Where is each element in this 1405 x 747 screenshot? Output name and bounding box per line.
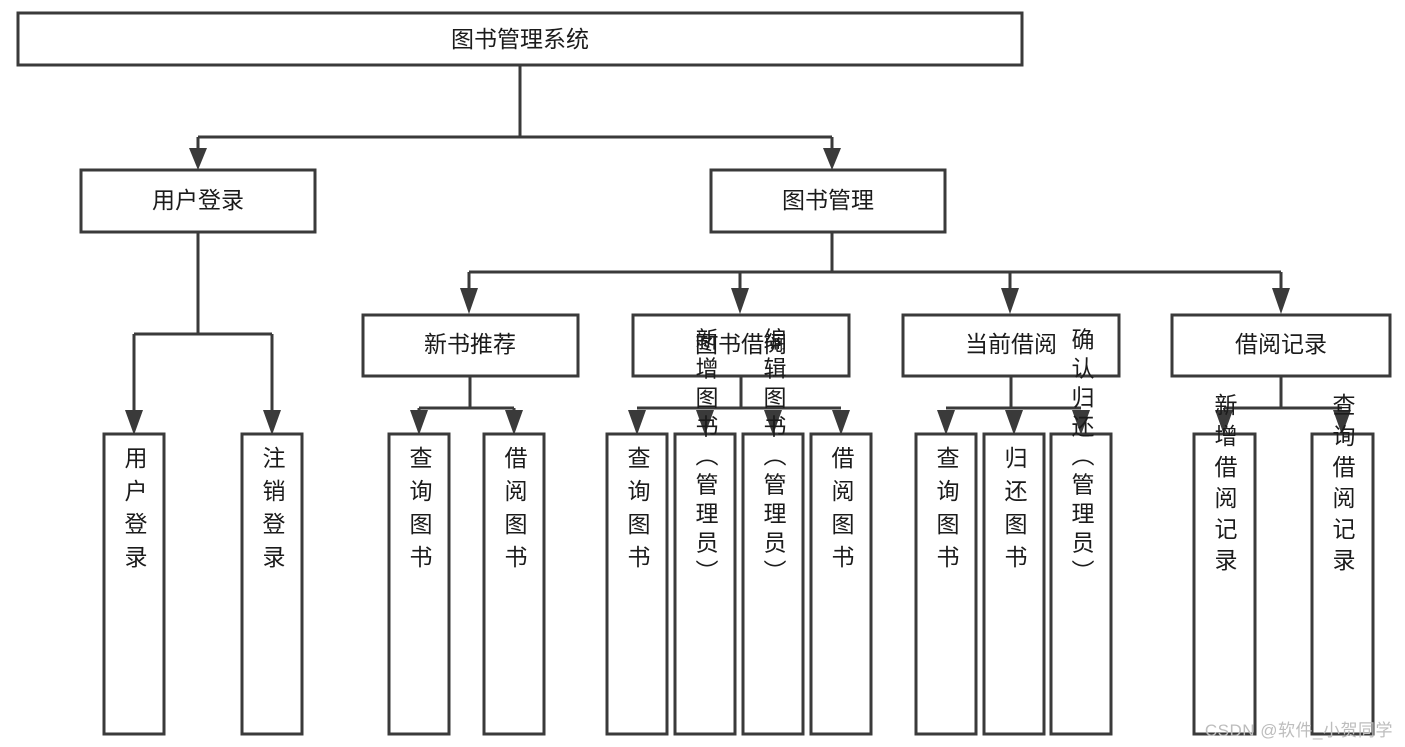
- node-leaf-13[interactable]: 查询借阅记录: [1310, 393, 1375, 736]
- connector-group-book-manage-to-level3: [460, 232, 1290, 314]
- node-leaf-6[interactable]: 新增图书（管理员）: [673, 328, 737, 736]
- arrow-head-leaf-10: [1005, 410, 1023, 435]
- arrow-head-leaf-8: [832, 410, 850, 435]
- node-book-manage-box[interactable]: [709, 168, 947, 234]
- node-leaf-1-label: 用户登录: [121, 446, 148, 578]
- node-leaf-3-box[interactable]: [387, 432, 451, 736]
- node-borrow-record-label: 借阅记录: [1235, 331, 1327, 357]
- arrow-head-leaf-9: [937, 410, 955, 435]
- node-leaf-4-label: 借阅图书: [501, 446, 528, 578]
- arrow-head-user-login: [189, 148, 207, 170]
- node-leaf-7-label: 编辑图书（管理员）: [760, 328, 787, 589]
- node-leaf-12-label: 新增借阅记录: [1211, 393, 1238, 579]
- node-leaf-2-box[interactable]: [240, 432, 304, 736]
- node-leaf-4-box[interactable]: [482, 432, 546, 736]
- node-book-manage-label: 图书管理: [782, 187, 874, 213]
- arrow-head-leaf-4: [505, 410, 523, 435]
- node-borrow-record-box[interactable]: [1170, 313, 1392, 378]
- arrow-head-leaf-3: [410, 410, 428, 435]
- node-leaf-9-box[interactable]: [914, 432, 978, 736]
- node-book-borrow-box[interactable]: [631, 313, 851, 378]
- node-leaf-3-label: 查询图书: [406, 446, 433, 578]
- arrow-head-leaf-7: [764, 410, 782, 435]
- arrow-head-current-borrow: [1001, 288, 1019, 314]
- node-leaf-6-box[interactable]: [673, 432, 737, 736]
- node-leaf-9-label: 查询图书: [933, 446, 960, 578]
- node-leaf-8-box[interactable]: [809, 432, 873, 736]
- node-root-box[interactable]: [16, 11, 1024, 67]
- node-borrow-record[interactable]: 借阅记录: [1170, 313, 1392, 378]
- node-leaf-12[interactable]: 新增借阅记录: [1192, 393, 1257, 736]
- node-leaf-10[interactable]: 归还图书: [982, 432, 1046, 736]
- connector-group-current-borrow-to-leaves: [937, 376, 1090, 435]
- node-leaf-7[interactable]: 编辑图书（管理员）: [741, 328, 805, 736]
- node-leaf-5[interactable]: 查询图书: [605, 432, 669, 736]
- node-new-book-rec-box[interactable]: [361, 313, 580, 378]
- node-leaf-7-box[interactable]: [741, 432, 805, 736]
- arrow-head-leaf-5: [628, 410, 646, 435]
- node-leaf-1[interactable]: 用户登录: [102, 432, 166, 736]
- node-leaf-10-label: 归还图书: [1001, 446, 1028, 578]
- node-leaf-8[interactable]: 借阅图书: [809, 432, 873, 736]
- node-user-login[interactable]: 用户登录: [79, 168, 317, 234]
- node-leaf-5-box[interactable]: [605, 432, 669, 736]
- node-root-label: 图书管理系统: [451, 26, 589, 52]
- node-leaf-2[interactable]: 注销登录: [240, 432, 304, 736]
- node-book-manage[interactable]: 图书管理: [709, 168, 947, 234]
- node-leaf-8-label: 借阅图书: [828, 446, 855, 578]
- node-leaf-12-box[interactable]: [1192, 432, 1257, 736]
- connector-group-root-to-level2: [189, 65, 841, 170]
- node-current-borrow-box[interactable]: [901, 313, 1121, 378]
- node-current-borrow-label: 当前借阅: [965, 331, 1057, 357]
- arrow-head-leaf-1: [125, 410, 143, 435]
- node-leaf-10-box[interactable]: [982, 432, 1046, 736]
- arrow-head-leaf-6: [696, 410, 714, 435]
- node-new-book-rec-label: 新书推荐: [424, 331, 516, 357]
- node-leaf-5-label: 查询图书: [624, 446, 651, 578]
- node-book-borrow-label: 图书借阅: [695, 331, 787, 357]
- node-user-login-label: 用户登录: [152, 187, 244, 213]
- node-leaf-4[interactable]: 借阅图书: [482, 432, 546, 736]
- connector-group-user-login-to-leaves: [125, 232, 281, 435]
- node-leaf-6-label: 新增图书（管理员）: [692, 328, 719, 589]
- arrow-head-leaf-13: [1333, 410, 1351, 435]
- arrow-head-borrow-record: [1272, 288, 1290, 314]
- arrow-head-leaf-11: [1072, 410, 1090, 435]
- arrow-head-new-book-rec: [460, 288, 478, 314]
- arrow-head-leaf-12: [1215, 410, 1233, 435]
- node-leaf-9[interactable]: 查询图书: [914, 432, 978, 736]
- node-current-borrow[interactable]: 当前借阅: [901, 313, 1121, 378]
- node-leaf-11-label: 确认归还（管理员）: [1068, 328, 1095, 589]
- connector-group-book-borrow-to-leaves: [628, 376, 850, 435]
- node-leaf-2-label: 注销登录: [259, 446, 286, 578]
- node-leaf-11[interactable]: 确认归还（管理员）: [1049, 328, 1113, 736]
- node-new-book-rec[interactable]: 新书推荐: [361, 313, 580, 378]
- node-root[interactable]: 图书管理系统: [16, 11, 1024, 67]
- node-leaf-1-box[interactable]: [102, 432, 166, 736]
- arrow-head-book-borrow: [731, 288, 749, 314]
- connector-group-new-book-rec-to-leaves: [410, 376, 523, 435]
- node-leaf-11-box[interactable]: [1049, 432, 1113, 736]
- arrow-head-book-manage: [823, 148, 841, 170]
- connector-group-borrow-record-to-leaves: [1215, 376, 1351, 435]
- watermark-text: CSDN @软件_小贺同学: [1204, 721, 1393, 740]
- node-book-borrow[interactable]: 图书借阅: [631, 313, 851, 378]
- node-leaf-13-box[interactable]: [1310, 432, 1375, 736]
- arrow-head-leaf-2: [263, 410, 281, 435]
- node-leaf-13-label: 查询借阅记录: [1329, 393, 1356, 579]
- node-leaf-3[interactable]: 查询图书: [387, 432, 451, 736]
- node-user-login-box[interactable]: [79, 168, 317, 234]
